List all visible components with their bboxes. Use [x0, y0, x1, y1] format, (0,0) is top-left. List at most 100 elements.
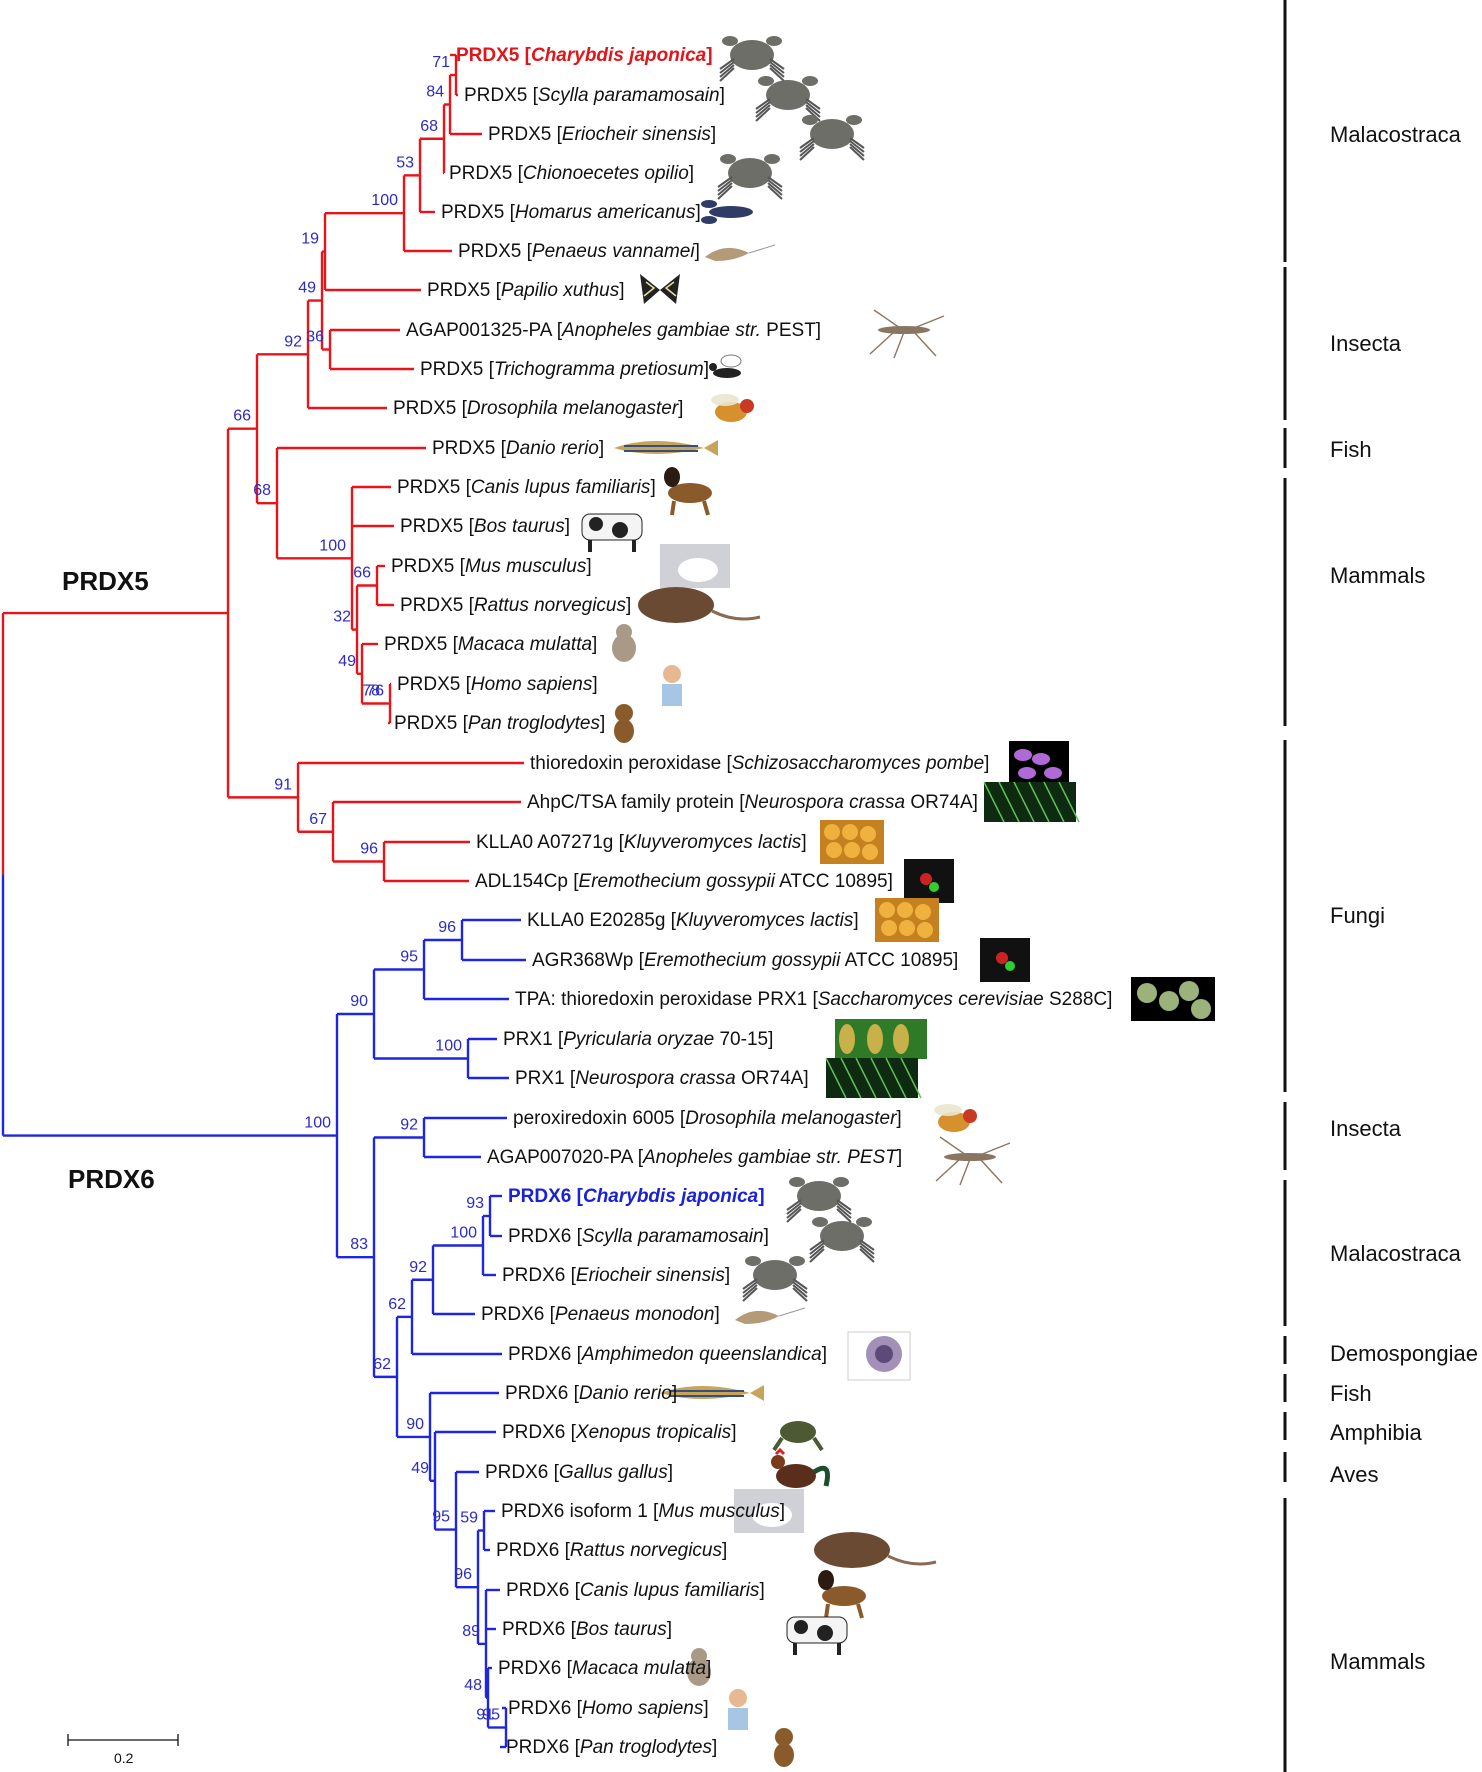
leaf-label: PRDX5 [Homarus americanus]	[441, 202, 701, 223]
bootstrap-value: 59	[460, 1510, 478, 1527]
group-label: Insecta	[1330, 331, 1402, 356]
mosquito-icon	[935, 1136, 1011, 1186]
leaf-label: PRDX6 [Scylla paramamosain]	[508, 1226, 769, 1247]
bootstrap-value: 92	[284, 333, 302, 350]
bootstrap-value: 100	[319, 537, 346, 554]
bootstrap-value: 100	[435, 1038, 462, 1055]
leaf-label: PRDX5 [Drosophila melanogaster]	[393, 398, 683, 419]
wasp-icon	[709, 354, 742, 378]
leaf-label: AGAP007020-PA [Anopheles gambiae str. PE…	[487, 1147, 902, 1168]
group-label: Mammals	[1330, 1649, 1425, 1674]
leaf-label: PRDX6 [Gallus gallus]	[485, 1462, 673, 1483]
fly-icon	[711, 394, 754, 422]
leaf-label: PRDX5 [Pan troglodytes]	[394, 713, 605, 734]
bootstrap-value: 49	[338, 653, 356, 670]
leaf-label: PRDX6 [Danio rerio]	[505, 1383, 677, 1404]
chimp-icon	[614, 704, 634, 743]
group-label: Fungi	[1330, 903, 1385, 928]
bootstrap-value: 95	[400, 949, 418, 966]
tree-branches	[1, 53, 526, 1749]
leaf-label: KLLA0 A07271g [Kluyveromyces lactis]	[476, 832, 807, 853]
scale-bar-label: 0.2	[114, 1750, 134, 1766]
bootstrap-value: 66	[353, 565, 371, 582]
leaf-label: PRDX5 [Papilio xuthus]	[427, 280, 625, 301]
crab-icon	[786, 1177, 852, 1223]
cow-icon	[581, 513, 643, 552]
rooster-icon	[771, 1447, 830, 1488]
group-label: Demospongiae	[1330, 1341, 1478, 1366]
bootstrap-value: 32	[333, 609, 351, 626]
leaf-label: ADL154Cp [Eremothecium gossypii ATCC 108…	[475, 871, 893, 892]
bootstrap-value: 62	[388, 1296, 406, 1313]
fungus-green-icon	[983, 781, 1080, 823]
leaf-label: PRDX6 [Bos taurus]	[502, 1619, 672, 1640]
butterfly-icon	[640, 274, 680, 304]
leaf-label: PRDX6 [Pan troglodytes]	[506, 1737, 717, 1758]
leaf-label: PRDX6 [Penaeus monodon]	[481, 1304, 720, 1325]
leaf-icon	[835, 1019, 927, 1059]
bootstrap-value: 78	[362, 683, 380, 700]
leaf-label: PRDX5 [Mus musculus]	[391, 556, 592, 577]
taxon-group-bars: MalacostracaInsectaFishMammalsFungiInsec…	[1283, 0, 1478, 1772]
leaf-label: PRX1 [Neurospora crassa OR74A]	[515, 1068, 809, 1089]
leaf-label: AGAP001325-PA [Anopheles gambiae str. PE…	[406, 320, 821, 341]
group-label: Fish	[1330, 1381, 1372, 1406]
yeast-orange-icon	[820, 820, 884, 864]
leaf-label: PRDX5 [Chionoecetes opilio]	[449, 163, 694, 184]
lobster-icon	[701, 200, 753, 224]
leaf-label: PRDX5 [Charybdis japonica]	[456, 45, 713, 66]
leaf-label: PRDX6 [Charybdis japonica]	[508, 1186, 765, 1207]
bootstrap-value: 93	[466, 1195, 484, 1212]
bootstrap-value: 95	[432, 1509, 450, 1526]
crab-icon	[755, 76, 821, 122]
species-pictures	[581, 36, 1215, 1767]
bootstrap-value: 66	[233, 408, 251, 425]
scale-bar: 0.2	[67, 1734, 179, 1766]
bootstrap-value: 92	[409, 1259, 427, 1276]
shrimp-icon	[735, 1307, 806, 1324]
crab-icon	[719, 36, 785, 82]
bootstrap-value: 92	[400, 1117, 418, 1134]
dog-icon	[818, 1570, 866, 1619]
bootstrap-value: 100	[450, 1225, 477, 1242]
fungus-dark-icon	[904, 859, 954, 903]
leaf-label: PRDX5 [Rattus norvegicus]	[400, 595, 631, 616]
leaf-label: PRDX6 isoform 1 [Mus musculus]	[501, 1501, 785, 1522]
leaf-label: AGR368Wp [Eremothecium gossypii ATCC 108…	[532, 950, 958, 971]
leaf-label: PRDX5 [Macaca mulatta]	[384, 634, 597, 655]
leaf-label: PRDX6 [Rattus norvegicus]	[496, 1540, 727, 1561]
clade-label-prdx6: PRDX6	[68, 1164, 155, 1194]
group-label: Malacostraca	[1330, 1241, 1462, 1266]
fish-icon	[614, 440, 718, 456]
bootstrap-value: 96	[454, 1566, 472, 1583]
leaf-label: PRDX6 [Macaca mulatta]	[498, 1658, 711, 1679]
yeast-orange-icon	[875, 898, 939, 942]
crab-icon	[809, 1217, 875, 1263]
fly-icon	[934, 1104, 977, 1132]
rat-icon	[814, 1532, 937, 1568]
bootstrap-value: 62	[373, 1356, 391, 1373]
yeast-purple-icon	[1009, 741, 1069, 785]
bootstrap-value: 68	[420, 118, 438, 135]
bootstrap-value: 89	[462, 1623, 480, 1640]
bootstrap-value: 49	[298, 280, 316, 297]
bootstrap-value: 95	[482, 1707, 500, 1724]
leaf-label: PRDX6 [Canis lupus familiaris]	[506, 1580, 765, 1601]
crab-icon	[799, 115, 865, 161]
group-label: Insecta	[1330, 1116, 1402, 1141]
mouse-icon	[660, 544, 730, 588]
bootstrap-value: 100	[304, 1115, 331, 1132]
leaf-label: PRDX6 [Eriocheir sinensis]	[502, 1265, 730, 1286]
bootstrap-value: 100	[371, 192, 398, 209]
bootstrap-value: 84	[426, 84, 444, 101]
leaf-label: PRX1 [Pyricularia oryzae 70-15]	[503, 1029, 773, 1050]
leaf-label: KLLA0 E20285g [Kluyveromyces lactis]	[527, 910, 859, 931]
leaf-label: PRDX5 [Trichogramma pretiosum]	[420, 359, 709, 380]
bootstrap-value: 91	[274, 776, 292, 793]
fish-icon	[660, 1385, 764, 1401]
yeast-green-icon	[1131, 977, 1215, 1021]
leaf-label: PRDX5 [Homo sapiens]	[397, 674, 598, 695]
human-icon	[728, 1689, 748, 1730]
bootstrap-labels: 7184685310019364992667678493210068669667…	[233, 54, 500, 1724]
